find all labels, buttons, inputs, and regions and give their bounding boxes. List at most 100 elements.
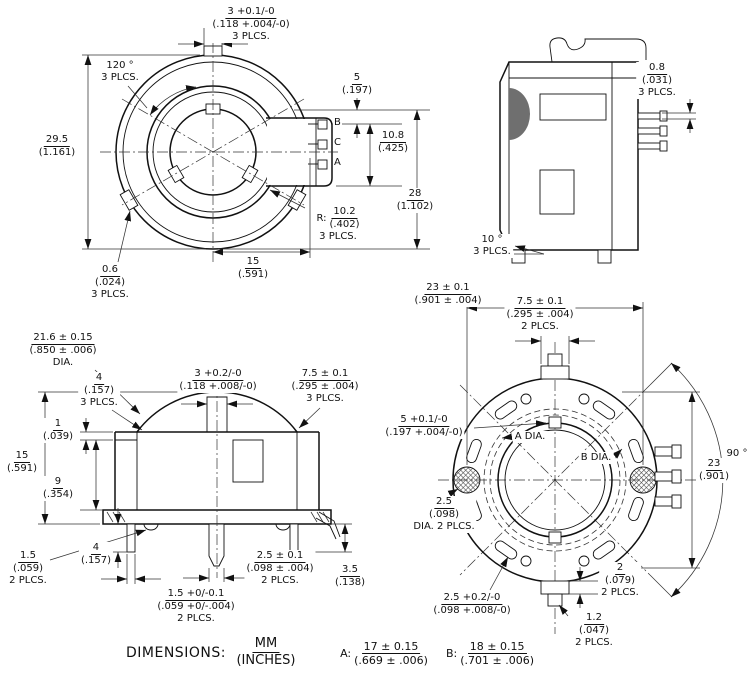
dim-bottom-tab-spacing: 7.5 ± 0.1 (.295 ± .004) 3 PLCS. xyxy=(289,368,361,405)
dim-note: 3 PLCS. xyxy=(80,397,118,408)
dim-value: B DIA. xyxy=(580,452,612,463)
dim-inches: (.402) xyxy=(329,219,360,230)
rear-circle-b xyxy=(483,408,627,552)
dim-mm: 15 xyxy=(13,450,31,463)
dim-mm: 5 +0.1/-0 xyxy=(398,414,450,427)
dim-bottom-body-dia: 21.6 ± 0.15 (.850 ± .006) DIA. xyxy=(27,332,99,369)
dim-mm: 21.6 ± 0.15 xyxy=(31,332,95,345)
dim-mm: 3 +0.1/-0 xyxy=(225,6,277,19)
dim-value: A DIA. xyxy=(514,431,546,442)
bottom-left-pin xyxy=(126,523,136,553)
rear-top-tab xyxy=(540,365,570,380)
dim-bottom-rib-width: 4 (.157) 3 PLCS. xyxy=(78,372,120,409)
dim-inches: (1.161) xyxy=(38,147,76,158)
dim-mm: 23 xyxy=(705,458,723,471)
legend-dim-a: A: 17 ± 0.15 (.669 ± .006) xyxy=(338,640,430,668)
pin-label-a: A xyxy=(333,157,342,168)
dim-mm: 10.8 xyxy=(379,130,407,143)
dim-note: 2 PLCS. xyxy=(261,575,299,586)
dim-inches: (.850 ± .006) xyxy=(29,345,97,356)
dim-mm: 1.5 xyxy=(18,550,38,563)
dim-rear-slot-spacing: 23 (.901) xyxy=(696,458,732,483)
rear-right-post xyxy=(629,466,657,494)
dim-bottom-pin-width: 1.5 +0/-0.1 (.059 +0/-.004) 2 PLCS. xyxy=(155,588,237,625)
dim-prefix: A: xyxy=(340,647,352,661)
pin-label-b: B xyxy=(333,117,342,128)
dim-inches: (.079) xyxy=(604,575,636,586)
dim-front-pin-span: 10.8 (.425) xyxy=(375,130,411,155)
dim-bottom-foot-height: 1.5 (.059) 2 PLCS. xyxy=(7,550,49,587)
dim-mm: 18 ± 0.15 xyxy=(467,640,527,655)
dim-front-angle-120: 120 ° 3 PLCS. xyxy=(99,60,141,84)
dim-pair: A: 17 ± 0.15 (.669 ± .006) xyxy=(340,640,428,667)
dim-pair: R: 10.2 (.402) xyxy=(316,206,359,231)
dim-mm: 28 xyxy=(406,188,424,201)
dim-mm: 1.5 +0/-0.1 xyxy=(165,588,227,601)
dim-inches: (.157) xyxy=(80,555,112,566)
side-view-linework xyxy=(499,37,668,264)
legend-dim-b: B: 18 ± 0.15 (.701 ± .006) xyxy=(443,640,537,668)
front-pin-b xyxy=(317,119,328,130)
dim-prefix: R: xyxy=(316,212,327,224)
dim-pair: B: 18 ± 0.15 (.701 ± .006) xyxy=(446,640,534,667)
spring-clip xyxy=(549,37,647,63)
label-a-dia: A DIA. xyxy=(512,431,548,443)
dim-inches: (.098 +.008/-0) xyxy=(433,605,511,616)
dim-note: 2 PLCS. xyxy=(575,637,613,648)
bottom-right-pin xyxy=(289,523,299,553)
dim-mm: 7.5 ± 0.1 xyxy=(514,296,566,309)
dim-note: 3 PLCS. xyxy=(319,231,357,242)
dim-bottom-pin-length: 4 (.157) xyxy=(78,542,114,567)
dim-front-shield-radius: R: 10.2 (.402) 3 PLCS. xyxy=(314,206,362,243)
dim-value: 90 ° xyxy=(726,448,748,459)
dim-mm: 2 xyxy=(614,562,626,575)
dim-prefix: B: xyxy=(445,647,458,661)
dim-inches: (.701 ± .006) xyxy=(460,654,535,668)
dim-mm: 10.2 xyxy=(331,206,358,219)
dim-front-tab-offset: 15 (.591) xyxy=(235,256,271,281)
dim-inches: (.047) xyxy=(578,625,610,636)
dim-mm: 0.8 xyxy=(647,62,667,75)
dim-inches: (.118 +.004/-0) xyxy=(212,19,290,30)
dim-stack: 18 ± 0.15 (.701 ± .006) xyxy=(460,640,534,667)
rear-circle-a xyxy=(489,414,621,546)
dim-note: 2 PLCS. xyxy=(9,575,47,586)
dim-mm: 15 xyxy=(244,256,262,269)
label-b-dia: B DIA. xyxy=(578,452,614,464)
dim-mm: 2.5 +0.2/-0 xyxy=(441,592,503,605)
dim-rear-slot-width: 2.5 +0.2/-0 (.098 +.008/-0) xyxy=(431,592,513,617)
dim-note: 2 PLCS. xyxy=(521,321,559,332)
dim-rear-tab-thickness: 2 (.079) 2 PLCS. xyxy=(599,562,641,599)
legend-units-inches: (INCHES) xyxy=(236,652,296,668)
dim-inches: (.354) xyxy=(42,489,74,500)
rear-left-post xyxy=(453,466,481,494)
dim-front-body-height: 29.5 (1.161) xyxy=(36,134,78,159)
dim-rear-post-dia: 2.5 (.098) DIA. 2 PLCS. xyxy=(411,496,477,533)
front-pin-a xyxy=(317,159,328,170)
side-body xyxy=(499,61,639,251)
dim-inches: (.295 ± .004) xyxy=(506,309,574,320)
dim-mm: 7.5 ± 0.1 xyxy=(299,368,351,381)
dim-inches: (.669 ± .006) xyxy=(354,654,428,668)
pin-label-c: C xyxy=(333,137,342,148)
dim-front-pin-gap: 5 (.197) xyxy=(339,72,375,97)
dim-note: 3 PLCS. xyxy=(91,289,129,300)
dim-inches: (.138) xyxy=(334,577,366,588)
dim-note: 2 PLCS. xyxy=(601,587,639,598)
dim-inches: (.425) xyxy=(377,143,409,154)
dim-inches: (.197) xyxy=(341,85,373,96)
side-cavity xyxy=(509,88,530,140)
dim-mm: 2.5 xyxy=(434,496,454,509)
bottom-view-linework xyxy=(102,382,341,578)
dim-mm: 17 ± 0.15 xyxy=(361,640,421,655)
dim-inches: (.024) xyxy=(94,277,126,288)
rear-bottom-tab xyxy=(540,580,570,595)
dim-side-leg-angle: 10 ° 3 PLCS. xyxy=(471,234,513,258)
dim-mm: 9 xyxy=(52,476,64,489)
dim-rear-post-spacing: 23 ± 0.1 (.901 ± .004) xyxy=(412,282,484,307)
dim-inches: (.098) xyxy=(428,509,460,520)
front-pin-c xyxy=(317,139,328,150)
rear-view-dimensions xyxy=(447,302,724,617)
